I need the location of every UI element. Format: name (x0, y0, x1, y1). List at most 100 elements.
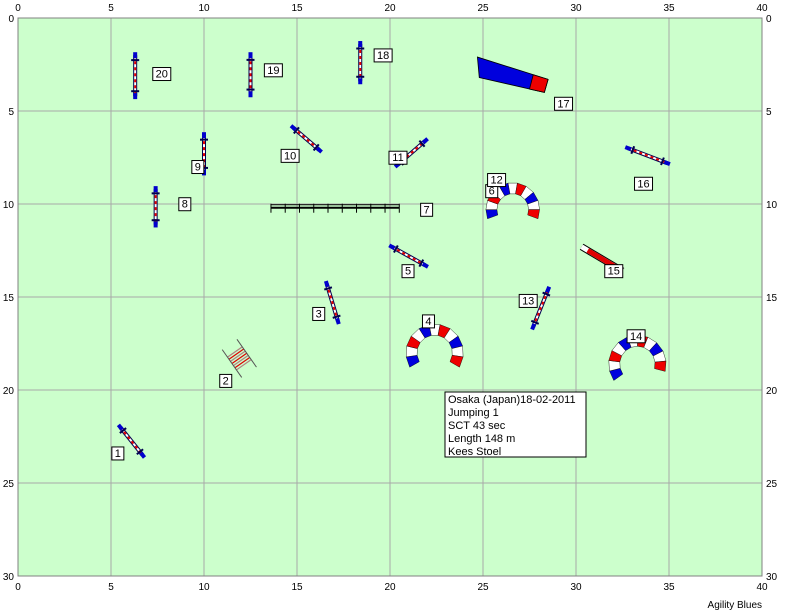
x-tick-bottom: 40 (756, 582, 768, 593)
label-20: 20 (152, 67, 172, 82)
label-box (280, 148, 300, 163)
label-box (626, 329, 646, 344)
jump-upright (312, 143, 320, 152)
spread-slat (231, 352, 248, 365)
info-box-frame (444, 391, 587, 458)
x-tick-top: 5 (108, 3, 114, 14)
obstacle-7-long-jump (270, 203, 400, 213)
course-info-box: Osaka (Japan)18-02-2011 Jumping 1 SCT 43… (444, 391, 587, 458)
spread-rail (221, 349, 243, 378)
y-tick-left: 10 (3, 200, 15, 211)
x-tick-bottom: 30 (570, 582, 582, 593)
info-class: Jumping 1 (448, 407, 499, 419)
jump-upright (418, 139, 426, 148)
jump-pole-stripes (325, 283, 339, 322)
label-box (554, 96, 574, 111)
spread-slat (236, 359, 252, 371)
spread-rail (236, 339, 257, 368)
x-tick-top: 25 (477, 3, 489, 14)
label-box (111, 446, 125, 461)
obstacle-17-chute (476, 56, 549, 93)
label-box (178, 197, 192, 212)
jump-wing-end (624, 145, 632, 152)
y-tick-left: 30 (3, 572, 15, 583)
label-13: 13 (518, 293, 538, 308)
label-box (487, 173, 507, 188)
jump-wing-end (289, 124, 297, 132)
label-box (312, 306, 326, 321)
jump-upright (630, 145, 636, 155)
x-tick-bottom: 10 (198, 582, 210, 593)
jump-wing-end (545, 286, 552, 294)
label-text: 15 (608, 266, 620, 278)
jump-upright (136, 448, 144, 456)
label-text: 20 (156, 69, 168, 81)
label-box (263, 63, 283, 78)
pole-red (586, 248, 617, 269)
spread-slat (230, 350, 246, 362)
jump-wing-end (315, 146, 323, 154)
spread-slat (233, 354, 249, 367)
jump-pole-white (119, 426, 144, 456)
jump-wing-end (421, 262, 429, 269)
jump-wing-end (388, 243, 396, 250)
spread-slat (234, 356, 251, 369)
label-text: 2 (223, 375, 229, 387)
x-tick-bottom: 0 (15, 582, 21, 593)
label-19: 19 (263, 63, 283, 78)
label-text: 1 (115, 448, 121, 460)
x-tick-top: 20 (384, 3, 396, 14)
y-tick-right: 15 (766, 293, 778, 304)
x-tick-top: 40 (756, 3, 768, 14)
label-16: 16 (634, 176, 654, 191)
label-text: 16 (637, 178, 649, 190)
label-4: 4 (421, 314, 435, 329)
label-6: 6 (485, 184, 499, 199)
label-9: 9 (191, 160, 205, 175)
y-tick-right: 0 (766, 14, 772, 25)
x-tick-bottom: 5 (108, 582, 114, 593)
label-5: 5 (401, 264, 415, 279)
info-judge: Kees Stoel (448, 446, 501, 458)
tunnel-4 (405, 324, 464, 368)
label-box (401, 264, 415, 279)
label-box (420, 202, 434, 217)
y-tick-right: 30 (766, 572, 778, 583)
y-tick-right: 25 (766, 479, 778, 490)
jump-16 (624, 145, 671, 167)
label-3: 3 (312, 306, 326, 321)
label-text: 11 (392, 152, 403, 164)
label-box (191, 160, 205, 175)
label-text: 18 (377, 50, 389, 62)
jump-pole-stripes (532, 289, 550, 328)
label-17: 17 (554, 96, 574, 111)
label-text: 5 (405, 266, 411, 278)
jump-18 (356, 41, 365, 85)
jump-pole-stripes (627, 147, 668, 165)
jump-upright (332, 314, 341, 319)
tunnels (405, 182, 667, 381)
jump-8 (151, 186, 160, 228)
y-tick-left: 20 (3, 386, 15, 397)
jump-wing-end (139, 451, 147, 459)
x-tick-bottom: 25 (477, 582, 489, 593)
jump-3 (323, 280, 341, 325)
label-text: 3 (316, 308, 322, 320)
label-box (388, 150, 408, 165)
info-sct: SCT 43 sec (448, 420, 506, 432)
jump-5 (388, 243, 429, 269)
jump-upright (418, 259, 425, 268)
jump-wing-end (116, 423, 124, 431)
label-box (373, 48, 393, 63)
jump-pole-white (292, 126, 320, 151)
credit-text: Agility Blues (708, 600, 762, 610)
jump-1 (116, 423, 147, 459)
info-venue: Osaka (Japan)18-02-2011 (448, 394, 576, 406)
label-1: 1 (111, 446, 125, 461)
y-tick-left: 15 (3, 293, 15, 304)
x-tick-bottom: 20 (384, 582, 396, 593)
label-text: 8 (182, 199, 188, 211)
